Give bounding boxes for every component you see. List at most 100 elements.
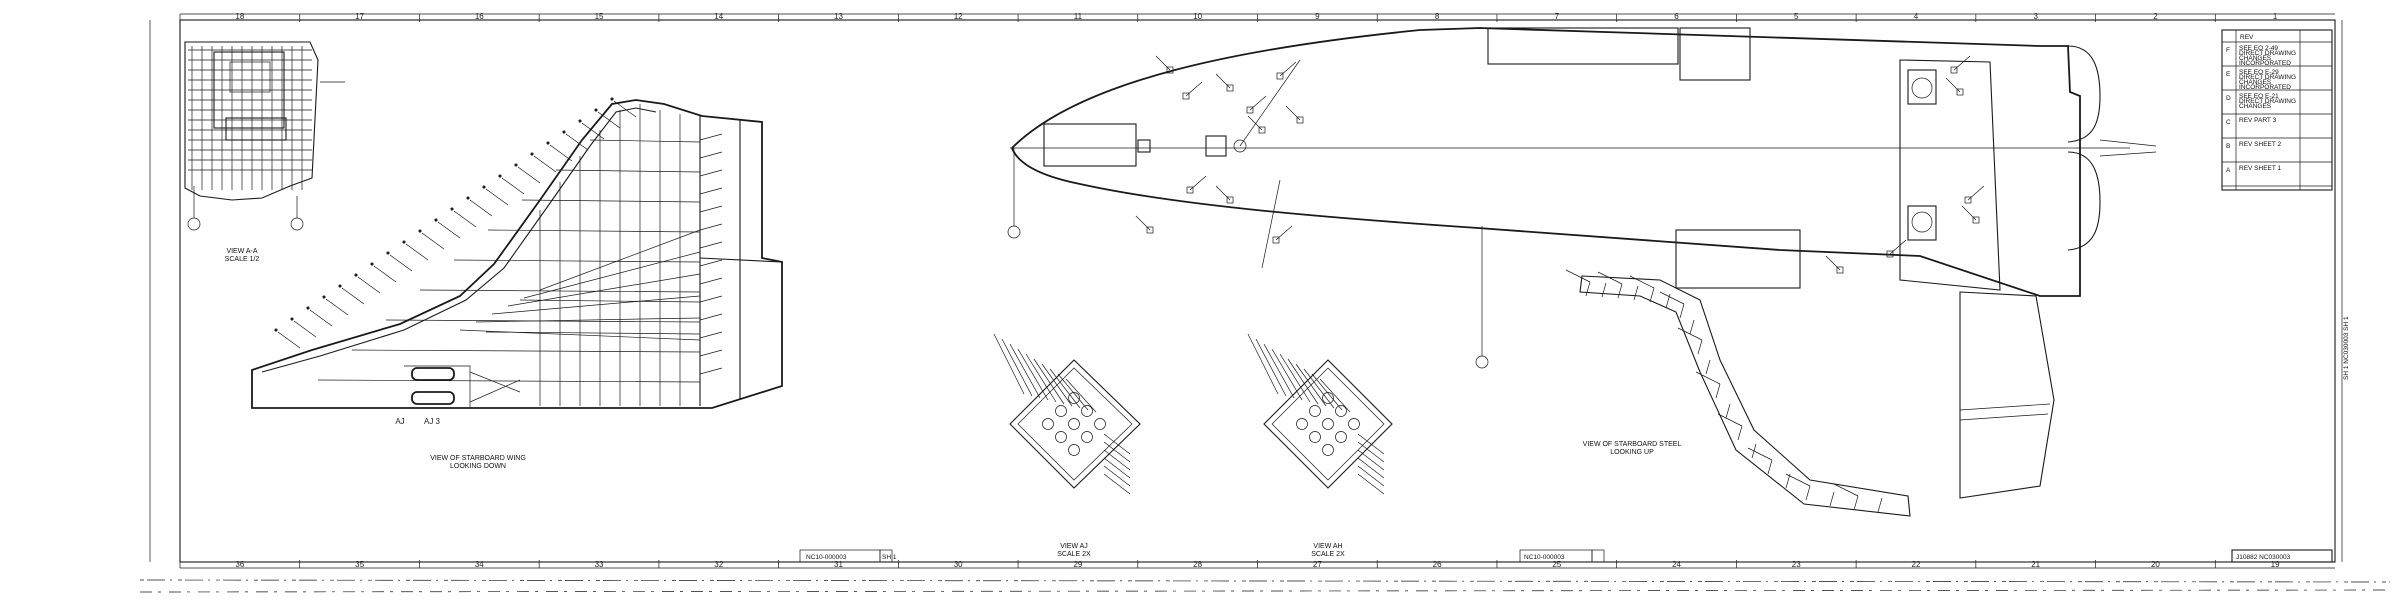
pin-leader (1103, 433, 1131, 455)
pin-leader (1357, 449, 1385, 471)
steel-leader (1677, 327, 1703, 341)
body-fitting (1166, 66, 1174, 74)
leader-dot (290, 317, 294, 321)
leader-dot (530, 152, 534, 156)
leader-dot (594, 108, 598, 112)
sheet-mark-left: SH 1 (882, 554, 897, 561)
marker-aj3: AJ 3 (424, 417, 441, 426)
pin-leader (1033, 358, 1065, 405)
pin-leader (1271, 348, 1303, 401)
zone-number-bottom: 33 (595, 560, 604, 569)
marker-aj: AJ (395, 417, 404, 426)
zone-number-bottom: 36 (235, 560, 244, 569)
revision-description-line: REV PART 3 (2239, 117, 2277, 124)
view-aj-title: VIEW AJ (1060, 543, 1088, 550)
wing-leader (421, 232, 445, 250)
revision-description-line: INCORPORATED (2239, 84, 2291, 91)
zone-number-top: 8 (1435, 12, 1440, 21)
zone-number-top: 9 (1315, 12, 1320, 21)
view-ah-title: VIEW AH (1313, 543, 1342, 550)
steel-rib (1805, 485, 1811, 501)
revision-description-line: REV SHEET 1 (2239, 165, 2282, 172)
leader-dot (546, 141, 550, 145)
revision-description: REV SHEET 1 (2239, 165, 2282, 172)
wing-leader (405, 243, 429, 261)
pin-leader (1017, 348, 1049, 401)
revision-description: REV PART 3 (2239, 117, 2277, 124)
body-fitting (1836, 266, 1844, 274)
drawing-number-side: SH 1 NC030003 SH 1 (2343, 316, 2350, 380)
view-ah-subtitle: SCALE 2X (1311, 551, 1345, 558)
body-leader (1215, 73, 1231, 89)
leader-dot (562, 130, 566, 134)
inset-subtitle: SCALE 1/2 (225, 256, 260, 263)
body-leader (1215, 185, 1231, 201)
wing-leader (533, 155, 557, 173)
steel-leader (1565, 269, 1591, 283)
zone-number-bottom: 35 (355, 560, 364, 569)
wing-leader (485, 188, 509, 206)
connector-pin (1055, 405, 1067, 417)
body-fitting (1272, 236, 1280, 244)
pin-leader (1279, 353, 1311, 403)
zone-number-top: 4 (1914, 12, 1919, 21)
wing-stringer (589, 139, 701, 143)
zone-number-bottom: 25 (1552, 560, 1561, 569)
wing-leader (453, 210, 477, 228)
wing-diagonal (491, 295, 701, 315)
title-block-bottom-right: J10882 NC030003 SH 1 NC030003 SH 1 (2231, 316, 2350, 563)
steel-rib (1679, 303, 1685, 319)
fuselage-plan-view (1007, 27, 2157, 499)
revision-description-line: DIRECT DRAWING (2239, 74, 2296, 81)
zone-number-bottom: 23 (1792, 560, 1801, 569)
revision-description-line: DIRECT DRAWING (2239, 98, 2296, 105)
revision-description-line: SEE EO E-29 (2239, 69, 2279, 76)
wing-stringer (555, 169, 701, 173)
wing-diagonal (459, 329, 701, 341)
revision-letter: B (2226, 143, 2230, 150)
body-leader (1247, 115, 1263, 131)
pin-leader (1103, 473, 1131, 495)
body-leader-long (1261, 179, 1281, 269)
body-fitting (1964, 196, 1972, 204)
pin-leader (1357, 465, 1385, 487)
steel-leader (1597, 271, 1623, 285)
zone-number-top: 15 (595, 12, 604, 21)
view-ah-connector: VIEW AH SCALE 2X (1247, 333, 1393, 558)
leader-dot (450, 207, 454, 211)
drawing-number-left: NC10-000003 (806, 554, 847, 561)
body-fitting (1226, 196, 1234, 204)
body-leader-long (1239, 59, 1301, 147)
revision-header: REV (2240, 34, 2254, 41)
steel-rib (1877, 497, 1883, 513)
leader-dot (274, 328, 278, 332)
wing-diagonal (539, 229, 701, 291)
steel-leader (1695, 371, 1721, 385)
title-block-bottom-left: NC10-000003 SH 1 (799, 549, 897, 563)
wing-leader (469, 199, 493, 217)
wing-stringer (453, 259, 701, 263)
pin-leader (1357, 457, 1385, 479)
connector-pin (1068, 418, 1080, 430)
body-leader (1135, 215, 1151, 231)
drawing-number-center: NC10-000003 (1524, 554, 1565, 561)
wing-leader (309, 309, 333, 327)
pin-leader (1295, 363, 1327, 407)
steel-leader (1833, 483, 1859, 497)
steel-rib (1649, 287, 1655, 303)
connector-pin (1322, 444, 1334, 456)
zone-number-top: 7 (1555, 12, 1560, 21)
wing-leader-right (699, 367, 723, 375)
body-leader (1825, 255, 1841, 271)
wing-leader-right (699, 295, 723, 303)
leader-dot (466, 196, 470, 200)
zone-number-bottom: 34 (475, 560, 484, 569)
body-fitting (1276, 72, 1284, 80)
revision-description-line: SEE EO E-21 (2239, 93, 2279, 100)
view-aj-subtitle: SCALE 2X (1057, 551, 1091, 558)
steel-rib (1767, 459, 1773, 475)
scan-bottom-band (139, 579, 2391, 593)
body-fitting (1226, 84, 1234, 92)
